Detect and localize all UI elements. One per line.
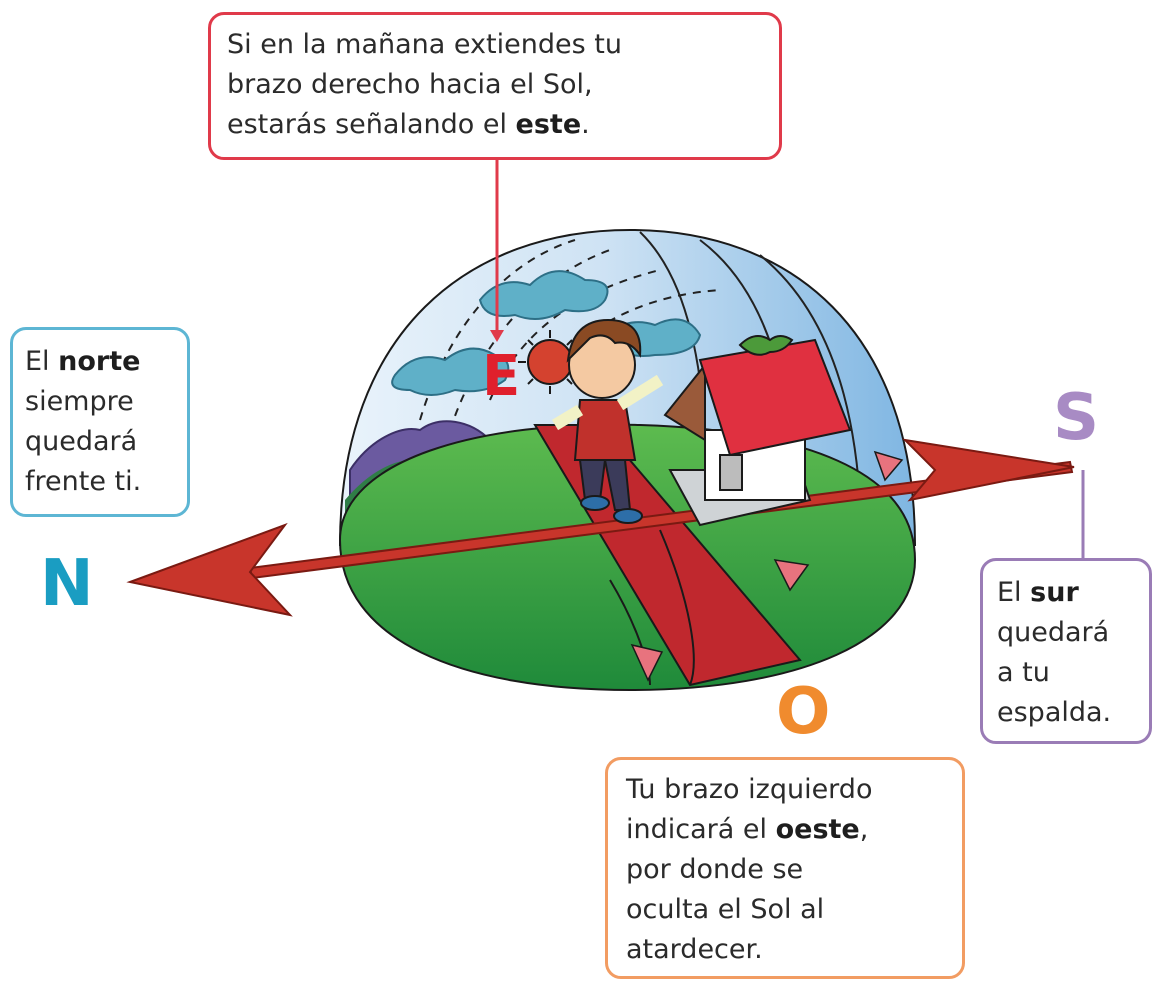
sun-path-arrows xyxy=(630,450,904,682)
east-connector-arrowhead xyxy=(490,330,504,342)
west-callout-line5: atardecer. xyxy=(626,934,763,965)
west-callout: Tu brazo izquierdo indicará el oeste, po… xyxy=(605,757,965,979)
north-callout-line4: frente ti. xyxy=(25,466,142,497)
west-callout-line3: por donde se xyxy=(626,854,804,885)
north-callout-line1: El norte xyxy=(25,342,175,382)
east-callout-line3-text: estarás señalando el xyxy=(227,109,516,140)
south-keyword: sur xyxy=(1030,577,1079,608)
south-callout-line4: espalda. xyxy=(997,697,1112,728)
north-callout-pre: El xyxy=(25,346,59,377)
south-callout-line3: a tu xyxy=(997,657,1050,688)
east-letter: E xyxy=(482,344,521,409)
north-callout-line3: quedará xyxy=(25,426,138,457)
west-letter: O xyxy=(776,675,831,749)
north-south-arrow xyxy=(126,438,1075,617)
north-keyword: norte xyxy=(58,346,141,377)
north-letter: N xyxy=(40,547,94,621)
west-keyword: oeste xyxy=(775,814,860,845)
bird-icon xyxy=(738,335,794,356)
west-callout-punct: , xyxy=(859,814,869,845)
child-figure xyxy=(551,318,664,524)
west-callout-line2: indicará el oeste, xyxy=(626,810,944,850)
east-callout-line1: Si en la mañana extiendes tu xyxy=(227,29,622,60)
south-callout-line1: El sur xyxy=(997,573,1135,613)
west-callout-line4: oculta el Sol al xyxy=(626,894,825,925)
house-icon xyxy=(663,338,852,527)
south-callout-pre: El xyxy=(997,577,1031,608)
west-callout-line2-text: indicará el xyxy=(626,814,776,845)
east-callout-line2: brazo derecho hacia el Sol, xyxy=(227,69,593,100)
sun-icon xyxy=(518,330,582,394)
north-callout: El norte siempre quedará frente ti. xyxy=(10,327,190,517)
west-callout-line1: Tu brazo izquierdo xyxy=(626,774,873,805)
east-callout-line3: estarás señalando el este. xyxy=(227,105,763,145)
east-callout: Si en la mañana extiendes tu brazo derec… xyxy=(208,12,782,160)
north-callout-line2: siempre xyxy=(25,386,134,417)
east-callout-punct: . xyxy=(581,109,590,140)
east-keyword: este xyxy=(515,109,582,140)
south-callout-line2: quedará xyxy=(997,617,1110,648)
south-letter: S xyxy=(1053,381,1100,455)
south-callout: El sur quedará a tu espalda. xyxy=(980,558,1152,744)
